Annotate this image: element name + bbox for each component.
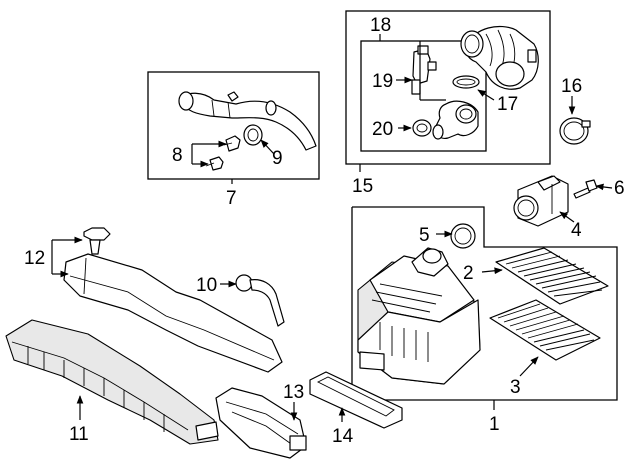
callout-5: 5 xyxy=(419,225,430,246)
part-4-mass-air-flow-sensor[interactable] xyxy=(513,175,569,227)
part-15-intake-duct[interactable] xyxy=(460,25,539,90)
part-6-bolt[interactable] xyxy=(573,179,598,199)
callout-16: 16 xyxy=(561,76,582,97)
callout-9: 9 xyxy=(272,148,283,169)
callout-14: 14 xyxy=(332,426,354,447)
part-5-gasket[interactable] xyxy=(450,223,476,249)
group-box-7 xyxy=(147,71,320,180)
part-13-bracket[interactable] xyxy=(215,387,307,459)
part-3-filter-element[interactable] xyxy=(489,299,601,361)
callout-18: 18 xyxy=(370,15,391,36)
part-10-hose[interactable] xyxy=(235,274,285,327)
callout-13: 13 xyxy=(283,382,304,403)
callout-4: 4 xyxy=(571,220,582,241)
callout-7: 7 xyxy=(226,188,237,209)
callout-3: 3 xyxy=(510,377,521,398)
callout-20: 20 xyxy=(372,119,393,140)
callout-15: 15 xyxy=(352,176,373,197)
callout-17: 17 xyxy=(497,94,518,115)
callout-10: 10 xyxy=(196,275,217,296)
elbow-fitting[interactable] xyxy=(432,100,479,140)
part-12-air-guide-cover[interactable] xyxy=(63,253,283,373)
leader-lines xyxy=(51,34,613,422)
callout-12: 12 xyxy=(24,248,45,269)
part-9-grommet[interactable] xyxy=(243,124,263,146)
callout-11: 11 xyxy=(69,424,89,445)
callout-2: 2 xyxy=(463,263,474,284)
part-19-valve[interactable] xyxy=(411,45,437,95)
part-1-air-cleaner-housing[interactable] xyxy=(357,247,481,385)
part-17-clamp[interactable] xyxy=(452,75,480,89)
callout-1: 1 xyxy=(489,414,500,435)
group-box-15 xyxy=(345,10,551,165)
part-14-seal-strip[interactable] xyxy=(309,371,403,429)
part-11-intake-duct[interactable] xyxy=(5,319,219,445)
part-16-clamp[interactable] xyxy=(559,117,591,145)
part-2-filter-element[interactable] xyxy=(495,247,609,305)
part-12-clip[interactable] xyxy=(83,227,111,255)
callout-6: 6 xyxy=(614,178,625,199)
callout-19: 19 xyxy=(372,71,393,92)
callout-8: 8 xyxy=(172,145,183,166)
part-8-screws[interactable] xyxy=(205,135,241,171)
part-20-seal[interactable] xyxy=(412,119,432,137)
part-7-air-hose[interactable] xyxy=(178,91,317,151)
